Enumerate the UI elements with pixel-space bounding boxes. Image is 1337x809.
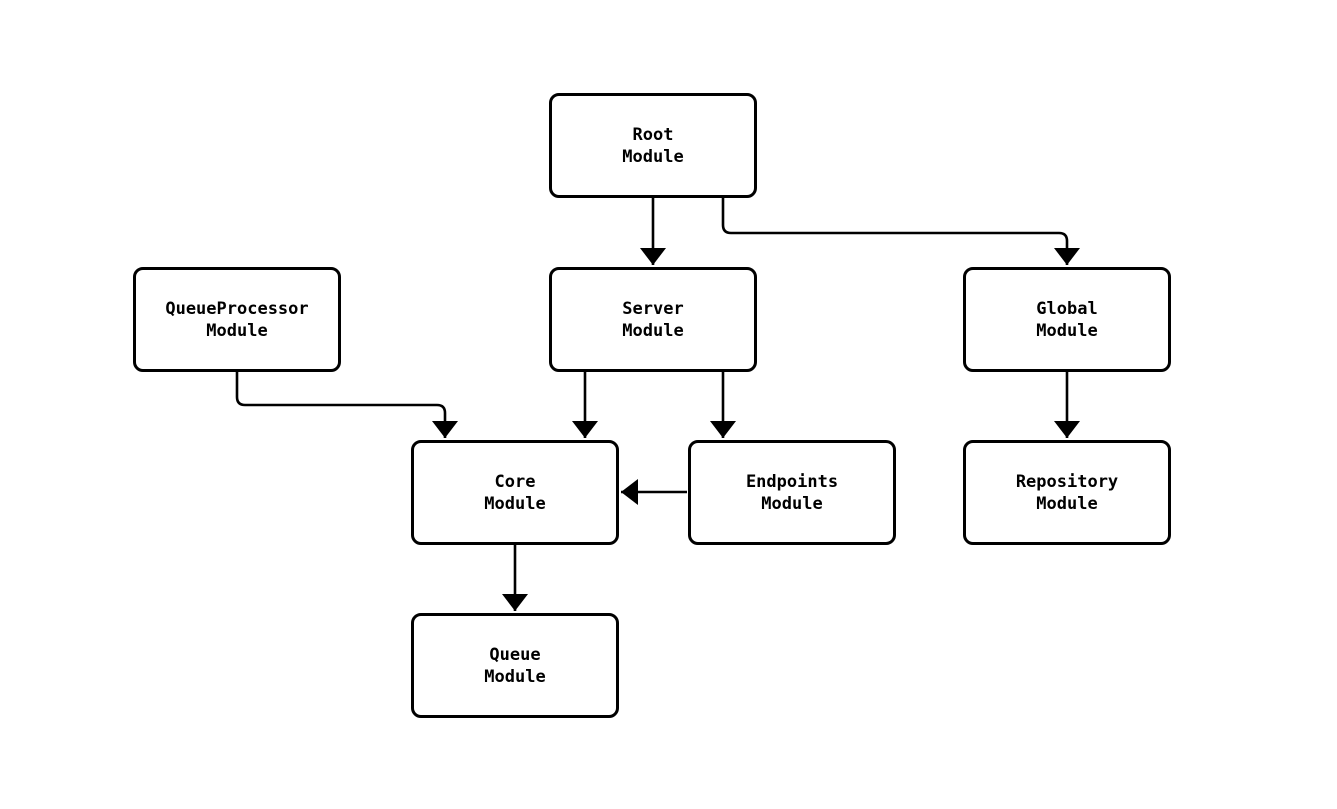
edge-queueprocessor-to-core xyxy=(235,371,458,438)
node-repository-module: Repository Module xyxy=(963,440,1171,545)
node-endpoints-module-label: Endpoints Module xyxy=(745,471,839,514)
node-endpoints-module: Endpoints Module xyxy=(688,440,896,545)
node-queue-module-label: Queue Module xyxy=(484,644,546,687)
node-global-module: Global Module xyxy=(963,267,1171,372)
node-repository-module-label: Repository Module xyxy=(1015,471,1119,514)
node-global-module-label: Global Module xyxy=(1036,298,1098,341)
node-core-module-label: Core Module xyxy=(484,471,546,514)
node-queueprocessor-module: QueueProcessor Module xyxy=(133,267,341,372)
node-queue-module: Queue Module xyxy=(411,613,619,718)
node-core-module: Core Module xyxy=(411,440,619,545)
node-root-module-label: Root Module xyxy=(622,124,684,167)
node-server-module-label: Server Module xyxy=(622,298,684,341)
node-root-module: Root Module xyxy=(549,93,757,198)
node-queueprocessor-module-label: QueueProcessor Module xyxy=(165,298,309,341)
node-server-module: Server Module xyxy=(549,267,757,372)
edge-root-to-global xyxy=(721,197,1080,265)
